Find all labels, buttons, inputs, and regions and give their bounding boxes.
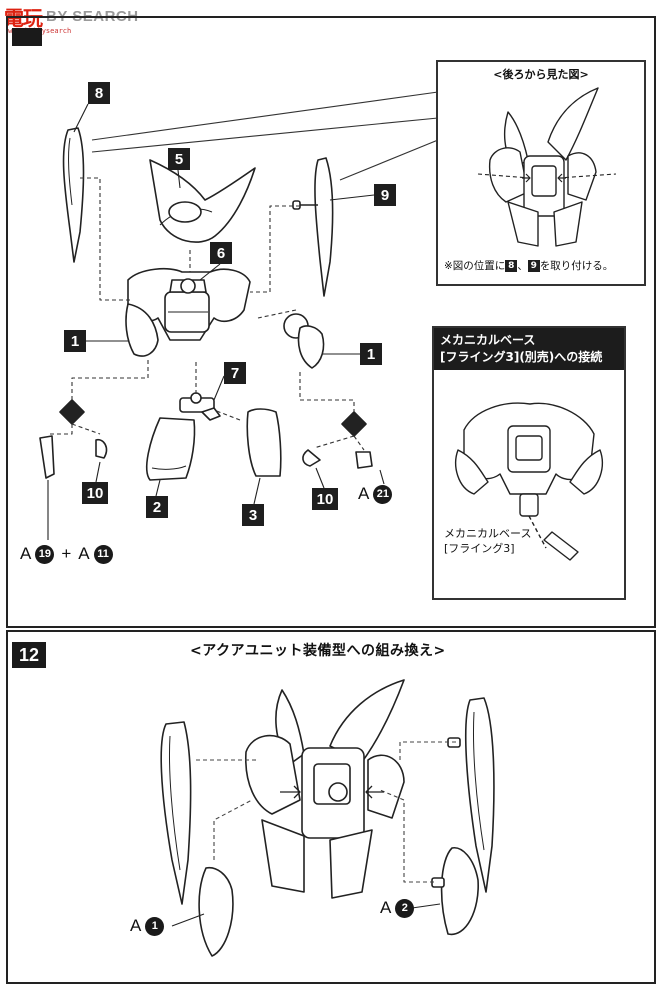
runner-number: 21 <box>373 484 393 504</box>
runner-letter: A <box>78 544 90 563</box>
runner-letter: A <box>358 484 370 503</box>
step-11-panel <box>6 16 656 628</box>
part-3-leg <box>246 408 282 477</box>
step-12-title: <アクアユニット装備型への組み換え> <box>190 643 446 659</box>
part-tag-1-right: 1 <box>360 343 382 365</box>
back-view-drawing <box>477 87 617 247</box>
note-prefix: ※図の位置に <box>444 260 506 272</box>
part-tag-3: 3 <box>242 504 264 526</box>
runner-letter: A <box>130 916 142 935</box>
mechanical-base-inset: メカニカルベース [フライング3](別売)への接続 メカニカルベース [フライン… <box>432 326 626 600</box>
mechanical-base-caption-line1: メカニカルベース <box>444 527 532 540</box>
part-tag-7: 7 <box>224 362 246 384</box>
part-1-left-shoulder <box>125 303 159 357</box>
mechanical-base-caption-line2: [フライング3] <box>444 542 515 555</box>
runner-number: 11 <box>93 544 113 564</box>
part-9-fin <box>292 157 334 297</box>
mechanical-base-drawing <box>455 402 603 561</box>
mechanical-base-heading: メカニカルベース [フライング3](別売)への接続 <box>434 328 624 370</box>
runner-letter: A <box>20 544 32 563</box>
part-2-skirt <box>146 417 196 481</box>
runner-letter: A <box>380 898 392 917</box>
runner-label-right: A 21 <box>358 484 393 504</box>
mechanical-base-caption: メカニカルベース [フライング3] <box>434 526 624 556</box>
right-hands <box>302 411 373 469</box>
tag-leaders <box>47 103 385 540</box>
part-tag-9: 9 <box>374 184 396 206</box>
part-1-right-shoulder <box>283 313 325 369</box>
step-12-runner-right: A 2 <box>380 898 415 918</box>
runner-number: 19 <box>35 544 55 564</box>
note-part-8: 8 <box>505 260 518 272</box>
mechanical-base-heading-line1: メカニカルベース <box>440 333 536 347</box>
step-11-tag <box>12 28 42 46</box>
part-tag-10-right: 10 <box>312 488 338 510</box>
plus-sign: + <box>61 544 72 563</box>
runner-label-left: A 19 + A 11 <box>20 544 113 564</box>
part-8-fin <box>62 127 85 263</box>
runner-number: 2 <box>395 898 415 918</box>
part-7-hip <box>179 392 221 421</box>
part-tag-10-left: 10 <box>82 482 108 504</box>
part-tag-1-left: 1 <box>64 330 86 352</box>
part-tag-2: 2 <box>146 496 168 518</box>
step-12-tag: 12 <box>12 642 46 668</box>
part-tag-5: 5 <box>168 148 190 170</box>
note-part-9: 9 <box>527 260 540 272</box>
mechanical-base-heading-line2: [フライング3](別売)への接続 <box>440 350 603 364</box>
step-12-runner-left: A 1 <box>130 916 165 936</box>
runner-number: 1 <box>145 916 165 936</box>
step-12-panel <box>6 630 656 984</box>
note-separator: 、 <box>517 260 528 272</box>
note-suffix: を取り付ける。 <box>539 260 614 272</box>
back-view-title: <後ろから見た図> <box>493 68 589 81</box>
left-hands <box>39 399 108 479</box>
part-tag-8: 8 <box>88 82 110 104</box>
part-5-crest <box>149 159 256 243</box>
step-11-drawing <box>39 91 439 481</box>
part-tag-6: 6 <box>210 242 232 264</box>
